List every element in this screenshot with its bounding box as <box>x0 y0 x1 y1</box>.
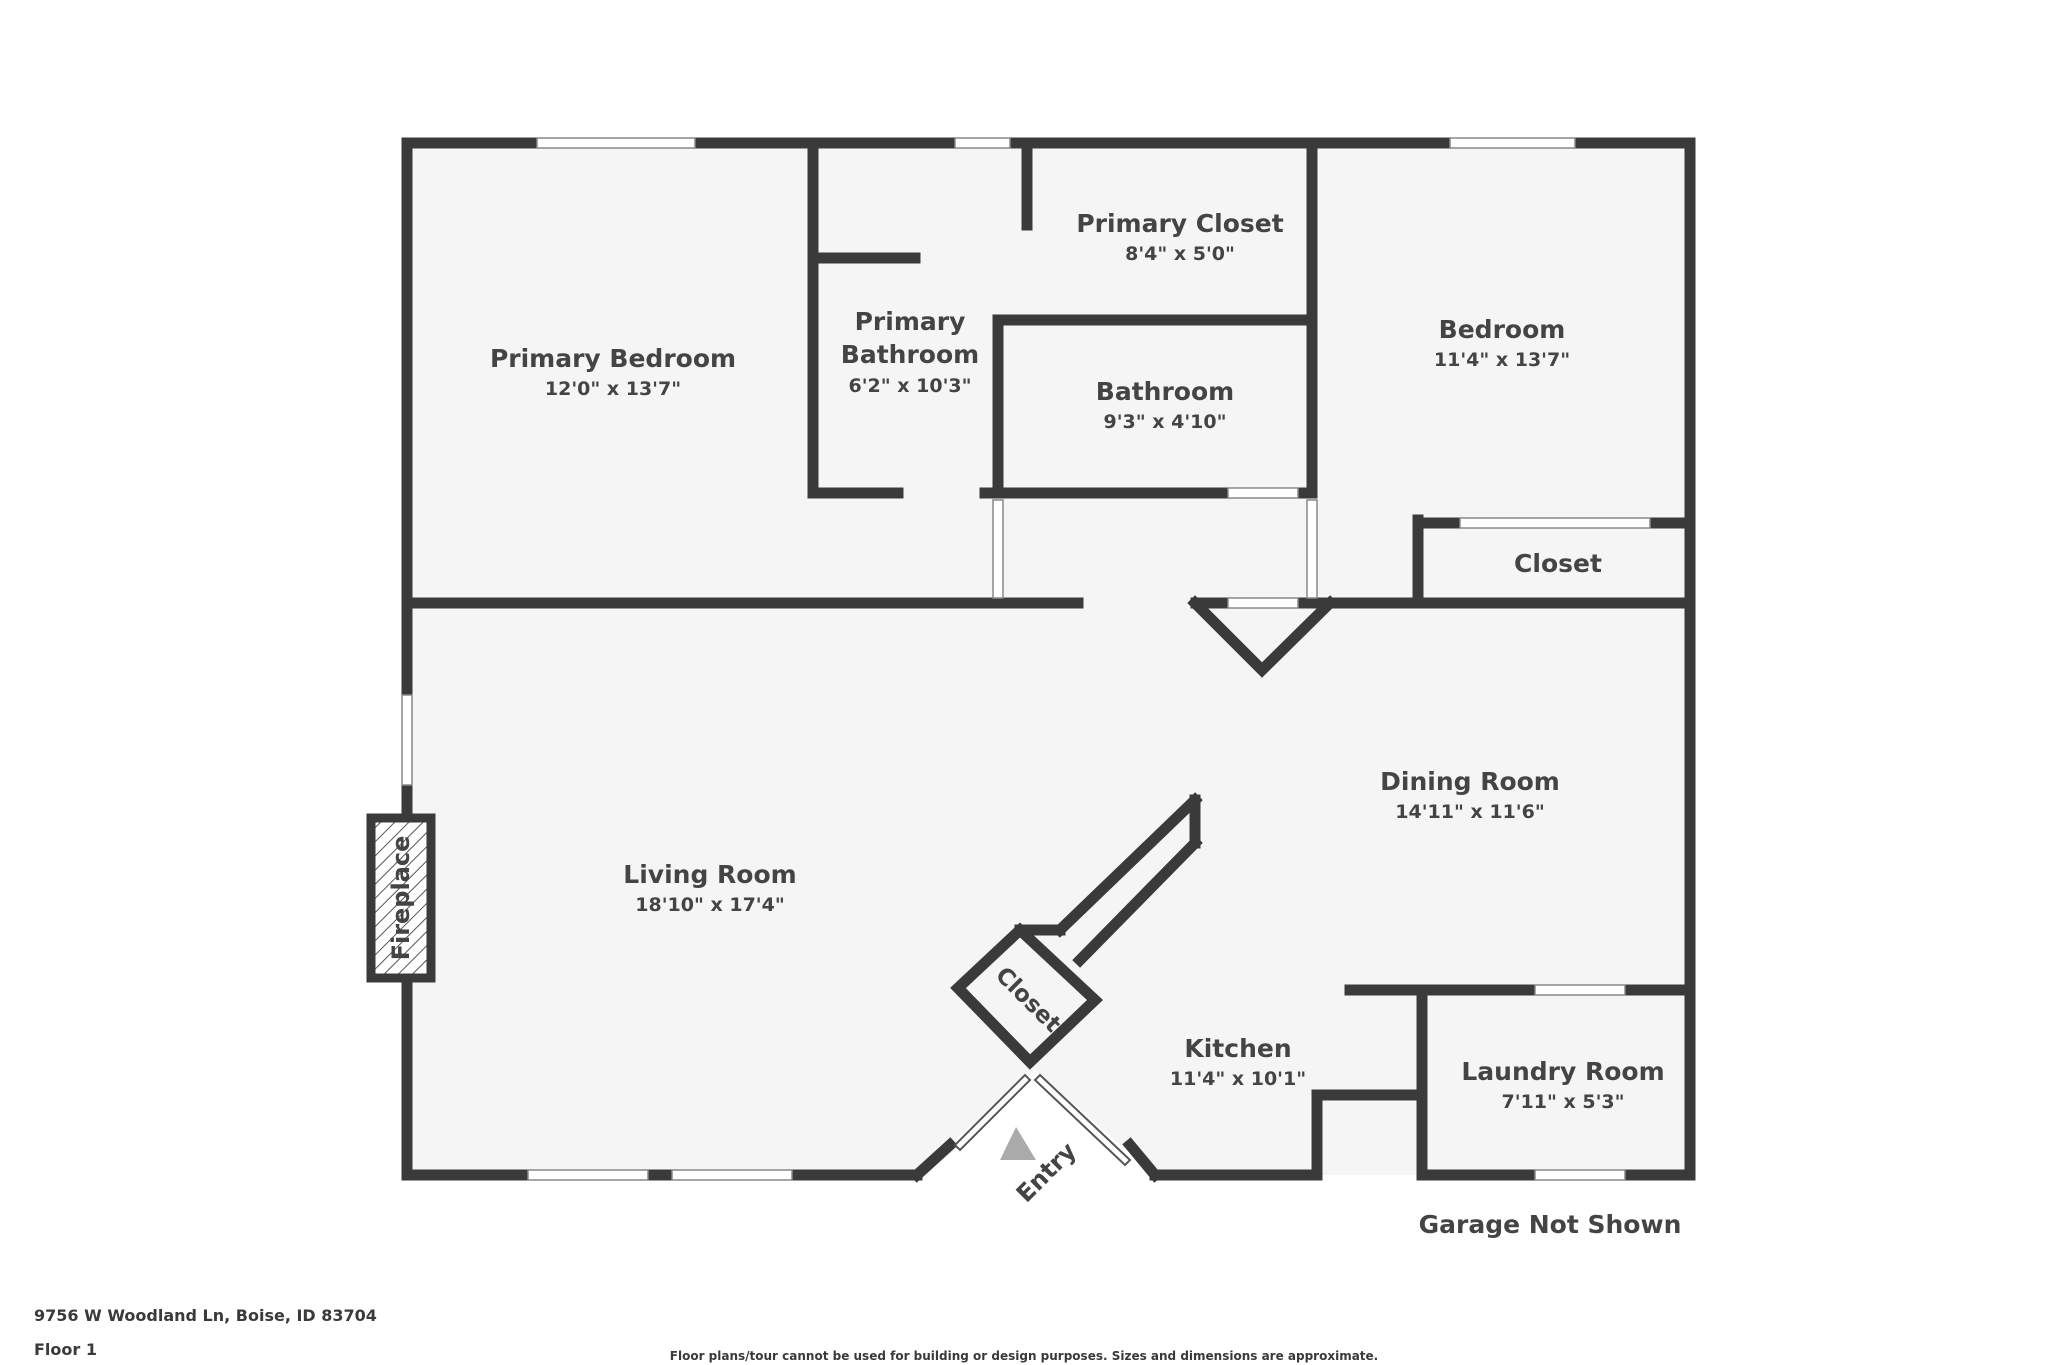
disclaimer: Floor plans/tour cannot be used for buil… <box>669 1349 1379 1363</box>
primary-bedroom-name: Primary Bedroom <box>490 344 736 373</box>
living-room-name: Living Room <box>623 860 796 889</box>
garage-note: Garage Not Shown <box>1419 1210 1682 1239</box>
dining-room-dims: 14'11" x 11'6" <box>1395 801 1544 823</box>
bedroom-dims: 11'4" x 13'7" <box>1434 349 1570 371</box>
walls <box>401 137 1696 1183</box>
laundry-room-name: Laundry Room <box>1461 1057 1664 1086</box>
fireplace-label: Fireplace <box>387 836 415 961</box>
floor-label: Floor 1 <box>34 1340 97 1359</box>
bathroom-name: Bathroom <box>1096 377 1234 406</box>
bedroom-name: Bedroom <box>1439 315 1566 344</box>
living-room-dims: 18'10" x 17'4" <box>635 894 784 916</box>
entry-arrow-icon <box>1000 1127 1036 1160</box>
entry-door <box>953 1073 1132 1167</box>
closet-right-name: Closet <box>1514 549 1602 578</box>
primary-bedroom-dims: 12'0" x 13'7" <box>545 378 681 400</box>
kitchen-name: Kitchen <box>1184 1034 1291 1063</box>
floor-area <box>407 143 1690 1175</box>
windows <box>401 137 1651 1181</box>
primary-bathroom-name-1: Primary <box>855 307 966 336</box>
primary-bathroom-name-2: Bathroom <box>841 340 979 369</box>
address: 9756 W Woodland Ln, Boise, ID 83704 <box>34 1306 377 1325</box>
primary-closet-name: Primary Closet <box>1076 209 1283 238</box>
primary-bathroom-dims: 6'2" x 10'3" <box>848 375 971 397</box>
primary-closet-dims: 8'4" x 5'0" <box>1125 243 1235 265</box>
fireplace <box>366 813 436 983</box>
kitchen-dims: 11'4" x 10'1" <box>1170 1068 1306 1090</box>
bathroom-dims: 9'3" x 4'10" <box>1103 411 1226 433</box>
dining-room-name: Dining Room <box>1380 767 1560 796</box>
laundry-room-dims: 7'11" x 5'3" <box>1501 1091 1624 1113</box>
